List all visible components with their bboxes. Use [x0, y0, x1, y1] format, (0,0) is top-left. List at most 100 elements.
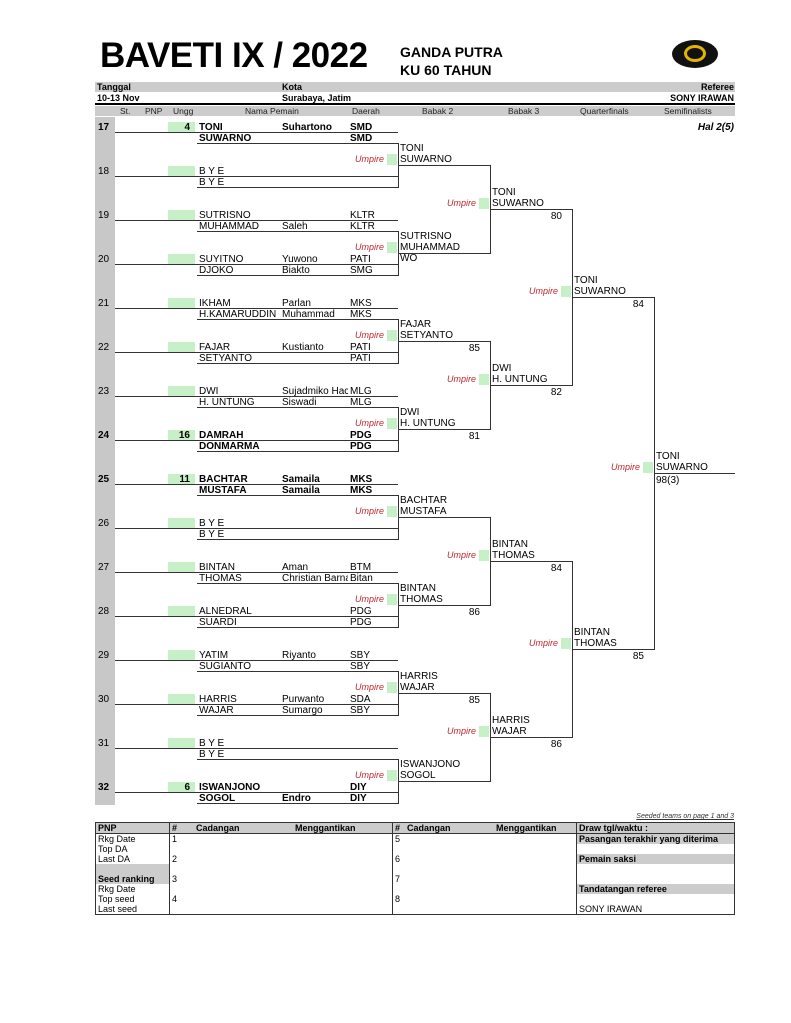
replace-cell [494, 884, 577, 894]
player-name[interactable]: B Y E [199, 529, 225, 540]
player-name[interactable]: BACHTAR [199, 474, 248, 485]
walkover-note: WO [400, 253, 418, 264]
player-name[interactable]: HARRIS [199, 694, 237, 705]
winner-name-2[interactable]: H. UNTUNG [400, 418, 456, 429]
player-name[interactable]: B Y E [199, 518, 225, 529]
column-header-band [95, 106, 735, 116]
winner-name-1[interactable]: BACHTAR [400, 495, 448, 506]
player-name[interactable]: IKHAM [199, 298, 231, 309]
winner-name-2[interactable]: THOMAS [492, 550, 535, 561]
winner-name-2[interactable]: THOMAS [400, 594, 443, 605]
winner-name-2[interactable]: SUWARNO [574, 286, 626, 297]
winner-name-1[interactable]: TONI [492, 187, 516, 198]
player-name[interactable]: FAJAR [199, 342, 231, 353]
winner-name-2[interactable]: THOMAS [574, 638, 617, 649]
umpire-cell[interactable] [561, 638, 571, 649]
player-name[interactable]: DONMARMA [199, 441, 260, 452]
winner-name-1[interactable]: BINTAN [574, 627, 610, 638]
player-name[interactable]: B Y E [199, 749, 225, 760]
umpire-cell[interactable] [387, 418, 397, 429]
winner-line [398, 165, 490, 166]
winner-name-2[interactable]: SUWARNO [492, 198, 544, 209]
entry-line [115, 132, 398, 133]
winner-name-1[interactable]: DWI [400, 407, 420, 418]
player-name[interactable]: DJOKO [199, 265, 234, 276]
winner-name-1[interactable]: HARRIS [492, 715, 530, 726]
umpire-cell[interactable] [387, 154, 397, 165]
winner-name-1[interactable]: ISWANJONO [400, 759, 461, 770]
reserve-number: 2 [169, 854, 194, 864]
player-name[interactable]: DWI [199, 386, 219, 397]
player-name[interactable]: SUWARNO [199, 133, 252, 144]
player-name[interactable]: WAJAR [199, 705, 234, 716]
player-name[interactable]: H.KAMARUDDIN [199, 309, 277, 320]
umpire-cell[interactable] [643, 462, 653, 473]
player-name[interactable]: SUTRISNO [199, 210, 251, 221]
player-firstname: Sujadmiko Hac [282, 386, 348, 397]
winner-name-1[interactable]: TONI [656, 451, 680, 462]
umpire-cell[interactable] [387, 242, 397, 253]
seed-number: 6 [184, 782, 190, 793]
player-name[interactable]: SETYANTO [199, 353, 252, 364]
player-name[interactable]: BINTAN [199, 562, 235, 573]
player-name[interactable]: SUYITNO [199, 254, 244, 265]
replace-cell [293, 884, 393, 894]
umpire-cell[interactable] [479, 198, 489, 209]
umpire-cell[interactable] [479, 374, 489, 385]
player-name[interactable]: ISWANJONO [199, 782, 261, 793]
player-name[interactable]: SUGIANTO [199, 661, 252, 672]
umpire-cell[interactable] [479, 726, 489, 737]
winner-name-2[interactable]: SOGOL [400, 770, 436, 781]
player-name[interactable]: THOMAS [199, 573, 242, 584]
umpire-cell[interactable] [387, 506, 397, 517]
umpire-cell[interactable] [387, 330, 397, 341]
winner-name-2[interactable]: MUSTAFA [400, 506, 447, 517]
winner-name-2[interactable]: H. UNTUNG [492, 374, 548, 385]
player-name[interactable]: TONI [199, 122, 223, 133]
winner-name-2[interactable]: SUWARNO [656, 462, 708, 473]
winner-line [398, 253, 490, 254]
winner-name-1[interactable]: HARRIS [400, 671, 438, 682]
winner-name-2[interactable]: WAJAR [400, 682, 435, 693]
umpire-cell[interactable] [479, 550, 489, 561]
menggantikan-header: Menggantikan [494, 822, 577, 834]
player-name[interactable]: DAMRAH [199, 430, 244, 441]
pnp-row: Seed ranking [95, 874, 170, 884]
reserve-number: 4 [169, 894, 194, 904]
player-name[interactable]: ALNEDRAL [199, 606, 252, 617]
umpire-cell[interactable] [387, 682, 397, 693]
player-name[interactable]: B Y E [199, 166, 225, 177]
player-name[interactable]: YATIM [199, 650, 229, 661]
player-name[interactable]: B Y E [199, 738, 225, 749]
winner-name-2[interactable]: SUWARNO [400, 154, 452, 165]
winner-name-1[interactable]: TONI [574, 275, 598, 286]
event-category: KU 60 TAHUN [400, 62, 492, 78]
winner-name-2[interactable]: WAJAR [492, 726, 527, 737]
winner-name-2[interactable]: SETYANTO [400, 330, 453, 341]
entry-number: 31 [98, 738, 110, 749]
umpire-cell[interactable] [387, 770, 397, 781]
umpire-cell[interactable] [387, 594, 397, 605]
column-header: PNP [145, 106, 163, 116]
winner-name-1[interactable]: BINTAN [492, 539, 528, 550]
player-name[interactable]: MUSTAFA [199, 485, 247, 496]
footer-row [95, 864, 735, 874]
player-name[interactable]: SUARDI [199, 617, 237, 628]
umpire-cell[interactable] [561, 286, 571, 297]
seed-cell [168, 386, 195, 396]
winner-name-1[interactable]: SUTRISNO [400, 231, 452, 242]
winner-name-1[interactable]: DWI [492, 363, 512, 374]
winner-name-1[interactable]: TONI [400, 143, 424, 154]
entry-line [197, 143, 398, 144]
winner-name-2[interactable]: MUHAMMAD [400, 242, 460, 253]
player-name[interactable]: MUHAMMAD [199, 221, 259, 232]
player-name[interactable]: B Y E [199, 177, 225, 188]
reserve-cell [405, 864, 494, 874]
match-score: 84 [632, 299, 644, 310]
winner-name-1[interactable]: BINTAN [400, 583, 436, 594]
kota-label: Kota [282, 82, 302, 92]
menggantikan-header: Menggantikan [293, 822, 393, 834]
player-name[interactable]: H. UNTUNG [199, 397, 255, 408]
winner-name-1[interactable]: FAJAR [400, 319, 432, 330]
player-name[interactable]: SOGOL [199, 793, 236, 804]
